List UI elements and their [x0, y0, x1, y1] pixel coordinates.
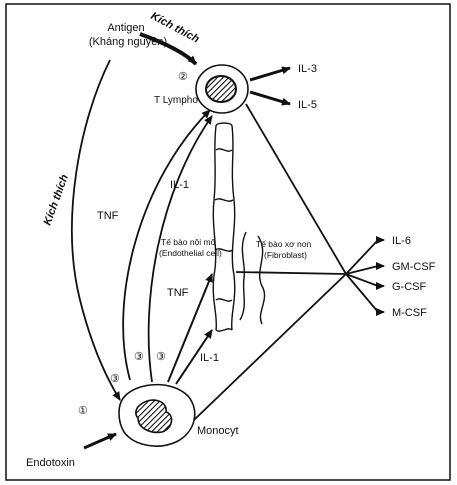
- label-num-2: ②: [178, 71, 188, 83]
- arrow-il3: [249, 66, 291, 82]
- arrow-gmcsf: [345, 262, 385, 275]
- label-tnf-left: TNF: [97, 210, 119, 222]
- label-il5: IL-5: [298, 99, 317, 111]
- arrow-tnf-to-t-lympho: [122, 109, 211, 381]
- label-fibroblast-vi: Tế bào xơ non: [256, 239, 311, 249]
- arrow-tnf-to-endothelium: [167, 273, 213, 383]
- label-t-lympho: T Lympho: [154, 95, 198, 106]
- label-endothelial-vi: Tế bào nội mô: [161, 237, 216, 247]
- label-num-3a: ③: [110, 373, 120, 385]
- arrow-kich-thich-to-t-lympho: [139, 32, 198, 66]
- arrow-il1-to-endothelium: [175, 329, 213, 385]
- arrow-il1-to-t-lympho: [147, 115, 213, 383]
- arrow-gcsf: [345, 273, 385, 290]
- arrow-endotoxin-to-monocyt: [83, 432, 117, 450]
- label-kich-thich-left: Kích thích: [42, 173, 72, 227]
- label-num-3b: ③: [134, 351, 144, 363]
- arrow-il6: [345, 236, 385, 275]
- label-antigen: Antigen: [107, 22, 144, 34]
- label-endothelial-en: (Endothelial cell): [159, 248, 222, 258]
- endothelial-column: [212, 122, 236, 332]
- label-num-3c: ③: [156, 351, 166, 363]
- frame: [5, 3, 451, 481]
- fibroblast-lines: [239, 231, 266, 325]
- label-gmcsf: GM-CSF: [392, 261, 436, 273]
- label-mcsf: M-CSF: [392, 307, 427, 319]
- label-gcsf: G-CSF: [392, 281, 427, 293]
- label-il1-upper: IL-1: [170, 179, 189, 191]
- label-num-1: ①: [78, 405, 88, 417]
- label-tnf-mid: TNF: [167, 287, 189, 299]
- label-monocyt: Monocyt: [197, 425, 239, 437]
- label-il6: IL-6: [392, 235, 411, 247]
- label-antigen-vi: (Kháng nguyên): [89, 36, 167, 48]
- convergence-lines: [193, 103, 347, 421]
- monocyt-cell: [118, 383, 196, 447]
- t-lympho-cell: [195, 64, 249, 114]
- label-il3: IL-3: [298, 63, 317, 75]
- label-fibroblast-en: (Fibroblast): [264, 250, 307, 260]
- label-endotoxin: Endotoxin: [26, 457, 75, 469]
- label-il1-lower: IL-1: [200, 352, 219, 364]
- arrow-il5: [249, 90, 291, 106]
- arrow-mcsf: [345, 273, 385, 316]
- arrow-antigen-to-monocyt: [71, 59, 121, 401]
